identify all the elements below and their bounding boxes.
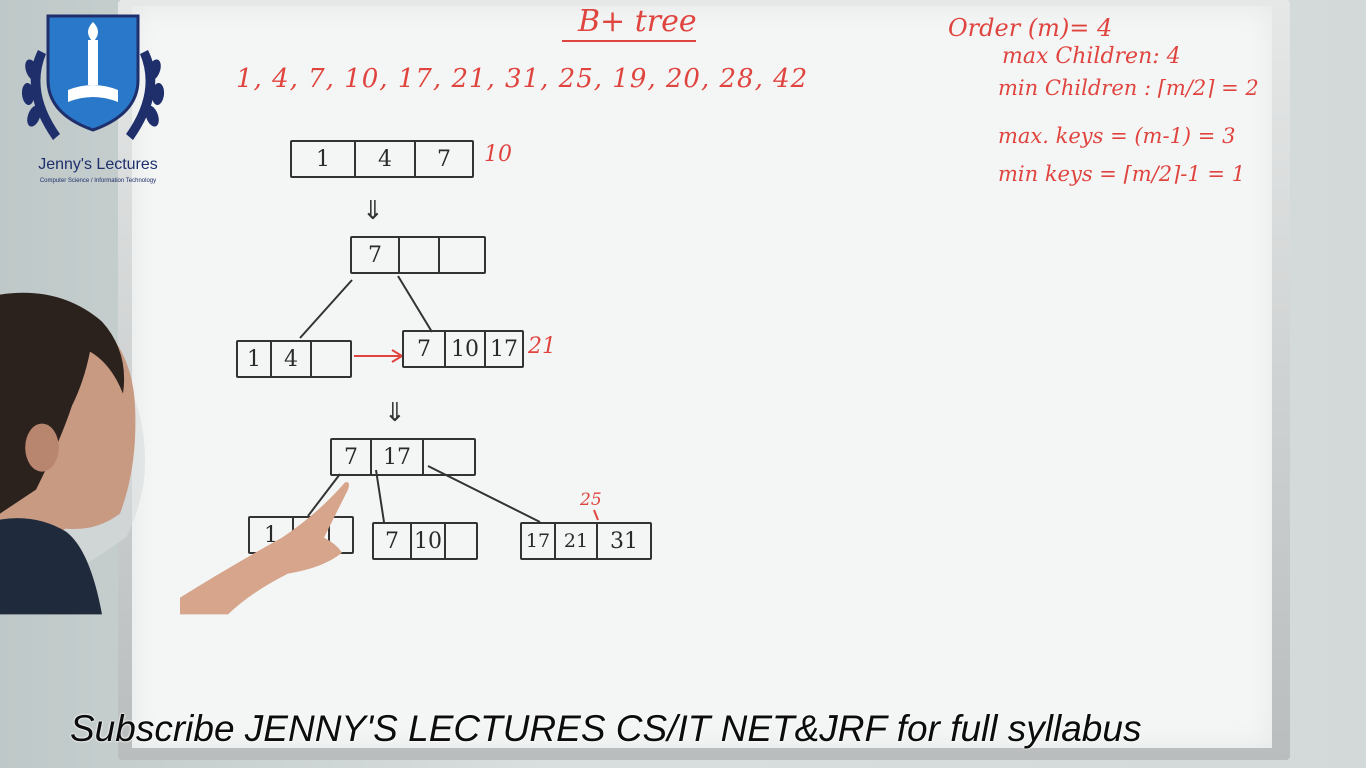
down-arrow-icon: ⇓ bbox=[384, 398, 406, 428]
node-step3-root: 7 17 bbox=[330, 438, 476, 476]
key-cell: 7 bbox=[332, 440, 372, 474]
key-cell bbox=[400, 238, 440, 272]
key-cell bbox=[440, 238, 484, 272]
key-cell: 4 bbox=[272, 342, 312, 376]
key-cell: 31 bbox=[610, 528, 638, 554]
note-max-keys: max. keys = (m-1) = 3 bbox=[998, 124, 1236, 148]
presenter-image bbox=[0, 292, 349, 615]
channel-logo: Jenny's Lectures Computer Science / Info… bbox=[8, 10, 178, 185]
note-max-children: max Children: 4 bbox=[1002, 44, 1181, 69]
key-cell: 17 bbox=[522, 524, 556, 558]
key-cell: 7 bbox=[352, 238, 400, 272]
title-underline bbox=[562, 40, 696, 42]
node-step2-root: 7 bbox=[350, 236, 486, 274]
key-cell: 7 bbox=[404, 332, 446, 366]
key-cell: 10 bbox=[446, 332, 486, 366]
node-step3-leaf2: 7 10 bbox=[372, 522, 478, 560]
subscribe-caption: Subscribe JENNY'S LECTURES CS/IT NET&JRF… bbox=[70, 708, 1142, 749]
key-cell bbox=[446, 524, 476, 558]
node-step2-left: 1 4 bbox=[236, 340, 352, 378]
insert-label-21: 21 bbox=[528, 334, 556, 359]
insert-sequence: 1, 4, 7, 10, 17, 21, 31, 25, 19, 20, 28,… bbox=[236, 64, 809, 94]
key-cell: 7 bbox=[437, 146, 451, 172]
node-step3-leaf3: 17 21 31 bbox=[520, 522, 652, 560]
key-cell: 1 bbox=[238, 342, 272, 376]
note-min-keys: min keys = ⌈m/2⌉-1 = 1 bbox=[998, 162, 1246, 186]
key-cell: 7 bbox=[374, 524, 412, 558]
note-order: Order (m)= 4 bbox=[948, 14, 1113, 42]
key-cell: 17 bbox=[490, 336, 518, 362]
node-step2-right: 7 10 17 bbox=[402, 330, 524, 368]
note-min-children: min Children : ⌈m/2⌉ = 2 bbox=[998, 76, 1259, 100]
node-step1: 1 4 7 bbox=[290, 140, 474, 178]
insert-label-25: 25 bbox=[580, 490, 602, 510]
key-cell bbox=[424, 440, 474, 474]
logo-emblem-icon bbox=[21, 14, 165, 140]
key-cell: 4 bbox=[356, 142, 416, 176]
key-cell: 21 bbox=[556, 524, 598, 558]
insert-label-10: 10 bbox=[484, 142, 512, 167]
brand-name: Jenny's Lectures bbox=[38, 156, 158, 173]
board-title: B+ tree bbox=[578, 4, 697, 39]
key-cell: 10 bbox=[412, 524, 446, 558]
brand-tagline: Computer Science / Information Technolog… bbox=[39, 178, 157, 184]
down-arrow-icon: ⇓ bbox=[362, 196, 384, 226]
key-cell: 17 bbox=[372, 440, 424, 474]
key-cell: 1 bbox=[292, 142, 356, 176]
